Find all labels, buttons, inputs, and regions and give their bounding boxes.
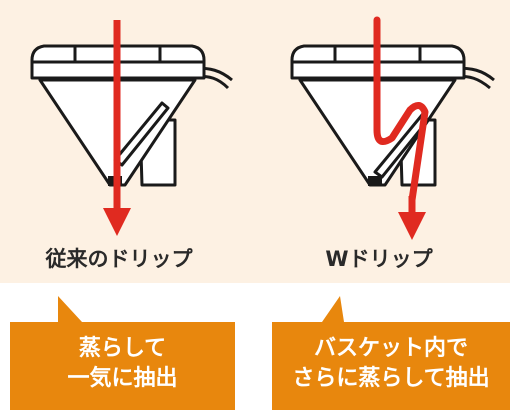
- conventional-callout-line-1: 蒸らして: [78, 336, 167, 361]
- w-drip-callout-text: バスケット内で さらに蒸らして抽出: [272, 334, 510, 394]
- left-callout-bubble: [10, 296, 235, 410]
- w-drip-callout-line-2: さらに蒸らして抽出: [292, 366, 490, 391]
- w-drip-flow-path: [373, 16, 429, 204]
- conventional-drip-label: 従来のドリップ: [45, 247, 193, 271]
- conventional-callout-line-2: 一気に抽出: [67, 366, 178, 391]
- w-drip-callout-line-1: バスケット内で: [313, 336, 468, 361]
- right-callout-bubble: [272, 296, 510, 410]
- conventional-callout-text: 蒸らして 一気に抽出: [10, 334, 235, 394]
- w-drip-label: Wドリップ: [325, 247, 433, 271]
